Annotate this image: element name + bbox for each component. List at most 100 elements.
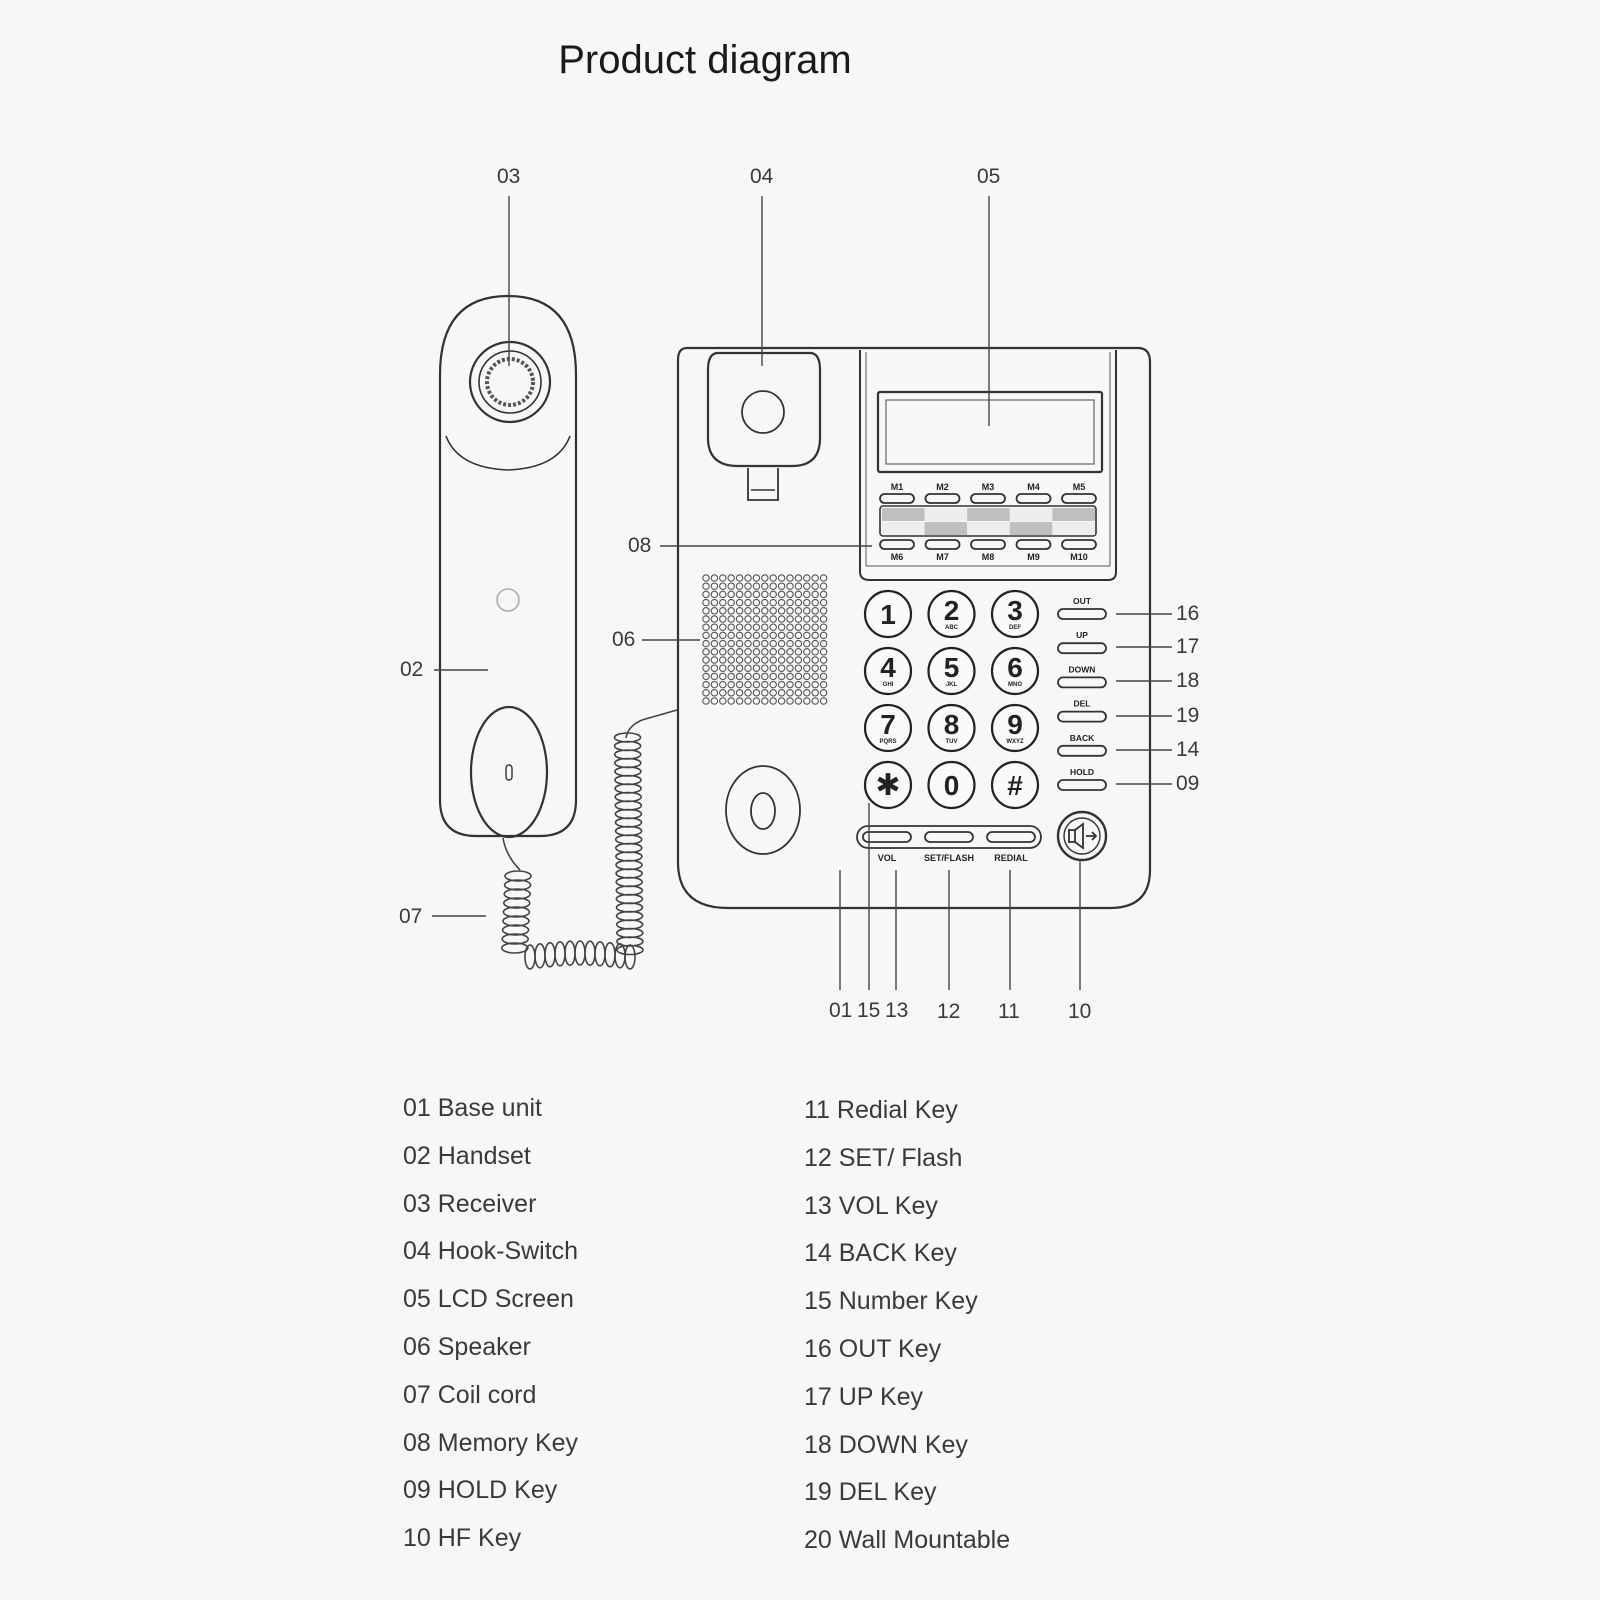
coil-loop (534, 942, 546, 969)
coil-loop (613, 749, 642, 760)
speaker-hole (786, 615, 794, 623)
speaker-hole (777, 607, 786, 615)
speaker-hole (727, 656, 735, 664)
coil-loop (614, 791, 643, 803)
speaker-hole (710, 648, 719, 656)
handset-button (496, 588, 520, 612)
callout-19: 19 (1176, 704, 1200, 727)
hf-key (1056, 810, 1108, 862)
number-key (990, 646, 1040, 696)
receiver-ring (468, 340, 552, 424)
memory-card (879, 505, 1097, 537)
speaker-hole (819, 631, 828, 640)
speaker-hole (786, 623, 794, 631)
speaker-hole (819, 656, 828, 664)
legend-left-column: 01 Base unit 02 Handset 03 Receiver 04 H… (403, 1085, 578, 1563)
speaker-hole (777, 582, 786, 590)
coil-loop (502, 906, 531, 918)
coil-loop (615, 851, 643, 862)
coil-loop (615, 859, 643, 871)
number-key (990, 703, 1040, 753)
number-key (927, 760, 976, 810)
speaker-hole (777, 697, 786, 705)
speaker-hole (819, 689, 828, 697)
number-key (863, 760, 913, 810)
coil-loop (624, 944, 636, 970)
speaker-hole (752, 656, 761, 664)
speaker-hole (803, 574, 811, 582)
speaker-hole (794, 590, 803, 599)
side-key (1057, 642, 1107, 655)
speaker-hole (786, 656, 794, 664)
speaker-hole (769, 680, 777, 689)
speaker-hole (752, 648, 761, 656)
number-key-digit: 5 (944, 652, 960, 683)
speaker-hole (710, 631, 719, 640)
memory-card-cell (924, 522, 968, 535)
lcd-screen (876, 390, 1104, 474)
speaker-hole (702, 582, 710, 590)
page-title: Product diagram (558, 38, 852, 82)
function-key-label: REDIAL (994, 853, 1028, 863)
speaker-hole (702, 607, 710, 615)
number-key-letters: ABC (945, 625, 959, 631)
base-unit (676, 346, 1152, 910)
speaker-hole (811, 582, 819, 590)
speaker-hole (769, 574, 777, 582)
legend-item: 18 DOWN Key (804, 1430, 968, 1459)
speaker-hole (727, 664, 735, 672)
callout-17: 17 (1176, 635, 1200, 658)
speaker-hole (819, 672, 828, 681)
number-key-letters: PQRS (879, 739, 896, 745)
speaker-hole (794, 598, 803, 607)
speaker-hole (702, 574, 710, 582)
speaker-hole (752, 574, 761, 582)
speaker-hole (819, 607, 828, 615)
speakerphone-icon (1068, 822, 1098, 850)
coil-cord (500, 709, 678, 970)
side-key (1057, 779, 1107, 791)
memory-key (1061, 493, 1097, 504)
speaker-hole (761, 631, 769, 640)
speaker-hole (735, 607, 744, 615)
coil-loop (502, 915, 530, 927)
mouthpiece (469, 705, 549, 839)
speaker-hole (719, 615, 727, 623)
coil-loop (615, 868, 643, 879)
function-key (986, 831, 1036, 843)
speaker-hole (719, 598, 727, 607)
speaker-hole (777, 680, 786, 689)
number-key-letters: GHI (883, 682, 894, 688)
speaker-hole (719, 656, 727, 664)
speaker-hole (803, 648, 811, 656)
speaker-hole (744, 697, 752, 705)
speaker-hole (794, 680, 803, 689)
speaker-hole (786, 639, 794, 648)
number-key (927, 589, 976, 639)
legend-item: 16 OUT Key (804, 1334, 942, 1363)
speaker-hole (735, 574, 744, 582)
speaker-hole (811, 615, 819, 623)
number-key-letters: MNO (1008, 682, 1022, 688)
speaker-hole (794, 623, 803, 631)
number-key-letters: JKL (946, 682, 958, 688)
speaker-hole (752, 697, 761, 705)
coil-loop (584, 940, 596, 966)
number-key (863, 646, 913, 696)
side-key-label: BACK (1070, 733, 1095, 743)
speaker-hole (811, 607, 819, 615)
speaker-hole (710, 623, 719, 631)
speaker-hole (735, 680, 744, 689)
speaker-hole (803, 623, 811, 631)
legend-item: 05 LCD Screen (403, 1285, 574, 1314)
speaker-hole (710, 664, 719, 672)
speaker-hole (761, 689, 769, 697)
legend-item: 06 Speaker (403, 1332, 531, 1361)
coil-loop (614, 774, 642, 786)
speaker-hole (702, 656, 710, 664)
speaker-hole (819, 615, 828, 623)
memory-key (924, 493, 961, 504)
speaker-hole (769, 648, 777, 656)
speaker-hole (752, 664, 761, 672)
speaker-hole (719, 664, 727, 672)
